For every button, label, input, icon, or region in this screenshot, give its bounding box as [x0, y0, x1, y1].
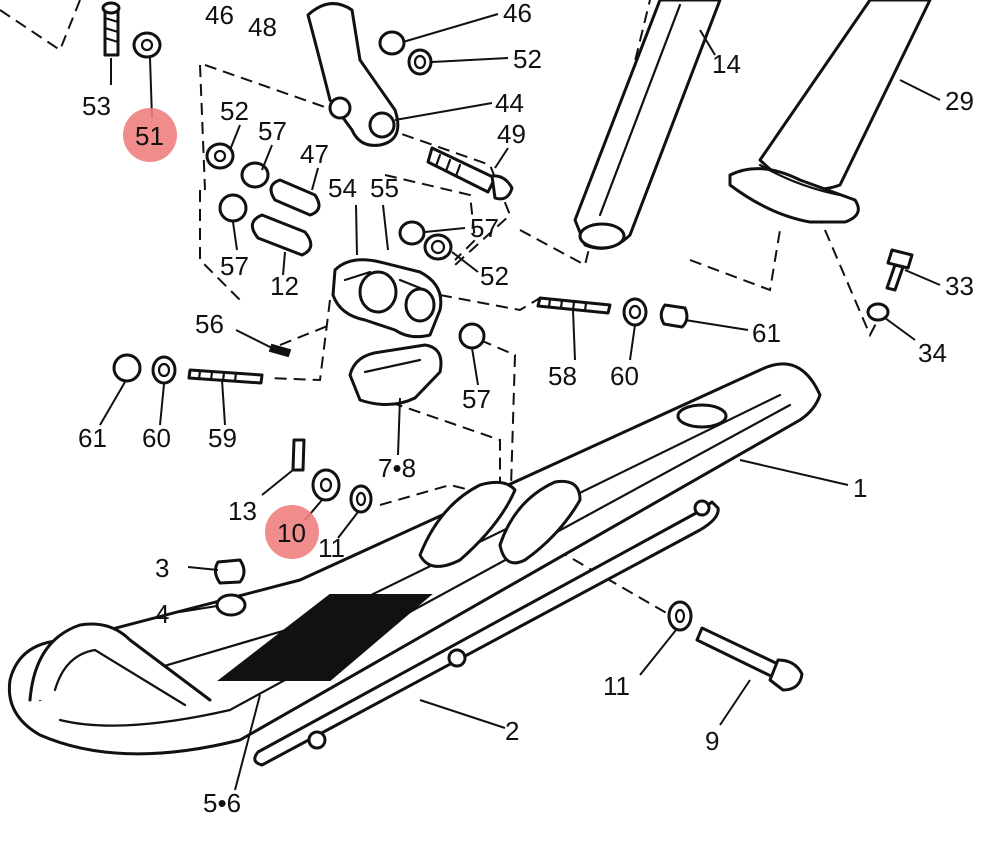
label-12[interactable]: 12 [270, 271, 299, 301]
label-3[interactable]: 3 [155, 553, 169, 583]
pin-13 [291, 438, 306, 472]
label-9[interactable]: 9 [705, 726, 719, 756]
label-44[interactable]: 44 [495, 88, 524, 118]
washer-4 [215, 593, 247, 617]
nut-3 [213, 558, 246, 585]
bushing-47 [269, 178, 321, 217]
label-2[interactable]: 2 [505, 716, 519, 746]
highlight-10 [265, 505, 319, 559]
collar-57-left [218, 193, 248, 223]
label-52-left[interactable]: 52 [220, 96, 249, 126]
label-29[interactable]: 29 [945, 86, 974, 116]
bolt-59 [187, 368, 264, 385]
label-48[interactable]: 48 [248, 12, 277, 42]
outer-tube-29 [728, 0, 932, 224]
label-4[interactable]: 4 [155, 599, 169, 629]
label-57-left[interactable]: 57 [220, 251, 249, 281]
label-52-top[interactable]: 52 [513, 44, 542, 74]
washer-52-left [205, 142, 235, 170]
inner-tube-14 [573, 0, 722, 250]
label-47[interactable]: 47 [300, 139, 329, 169]
label-60-right[interactable]: 60 [610, 361, 639, 391]
collar-57-right [398, 220, 426, 246]
collar-57-lower [458, 322, 486, 350]
nut-52-right [423, 233, 453, 261]
label-10[interactable]: 10 [277, 518, 306, 548]
label-34[interactable]: 34 [918, 338, 947, 368]
collar-10 [311, 468, 341, 502]
ski-1 [7, 362, 822, 756]
bolt-33 [885, 248, 914, 292]
washer-11-right [667, 600, 693, 632]
label-52-right[interactable]: 52 [480, 261, 509, 291]
label-5-6[interactable]: 5•6 [203, 788, 241, 818]
label-58[interactable]: 58 [548, 361, 577, 391]
label-59[interactable]: 59 [208, 423, 237, 453]
label-56[interactable]: 56 [195, 309, 224, 339]
label-61-left[interactable]: 61 [78, 423, 107, 453]
nut-34 [866, 302, 890, 322]
washer-60-left [151, 355, 177, 385]
label-61-right[interactable]: 61 [752, 318, 781, 348]
bolt-56 [268, 343, 292, 358]
label-49[interactable]: 49 [497, 119, 526, 149]
label-53[interactable]: 53 [82, 91, 111, 121]
label-54[interactable]: 54 [328, 173, 357, 203]
leader-lines [99, 13, 941, 791]
label-7-8[interactable]: 7•8 [378, 453, 416, 483]
washer-52-top [407, 48, 433, 76]
label-14[interactable]: 14 [712, 49, 741, 79]
label-46-left[interactable]: 46 [205, 0, 234, 30]
washer-60-right [622, 297, 648, 327]
bolt-49 [426, 146, 514, 201]
label-57-lower[interactable]: 57 [462, 384, 491, 414]
bolt-58 [536, 296, 612, 315]
bracket-54-55 [331, 258, 443, 339]
label-1[interactable]: 1 [853, 473, 867, 503]
label-60-left[interactable]: 60 [142, 423, 171, 453]
skag-2 [253, 499, 720, 767]
label-57-right[interactable]: 57 [470, 213, 499, 243]
label-11-left[interactable]: 11 [318, 533, 345, 563]
bolt-9 [695, 626, 804, 692]
label-51[interactable]: 51 [135, 121, 164, 151]
label-11-right[interactable]: 11 [603, 671, 630, 701]
label-46-right[interactable]: 46 [503, 0, 532, 28]
nut-61-right [659, 303, 689, 329]
nut-61-left [112, 353, 142, 383]
callout-labels: 53 51 46 48 46 52 14 29 44 52 57 47 49 5… [78, 0, 974, 818]
pad-7-8 [348, 343, 443, 406]
label-33[interactable]: 33 [945, 271, 974, 301]
bushing-12 [250, 213, 313, 257]
label-57-upper[interactable]: 57 [258, 116, 287, 146]
nut-46-top [378, 30, 406, 56]
label-13[interactable]: 13 [228, 496, 257, 526]
washer-11-left [349, 484, 373, 514]
nut-51 [132, 31, 162, 59]
arm-44 [306, 2, 400, 147]
bolt-53 [101, 1, 121, 57]
label-55[interactable]: 55 [370, 173, 399, 203]
highlight-51 [123, 108, 177, 162]
